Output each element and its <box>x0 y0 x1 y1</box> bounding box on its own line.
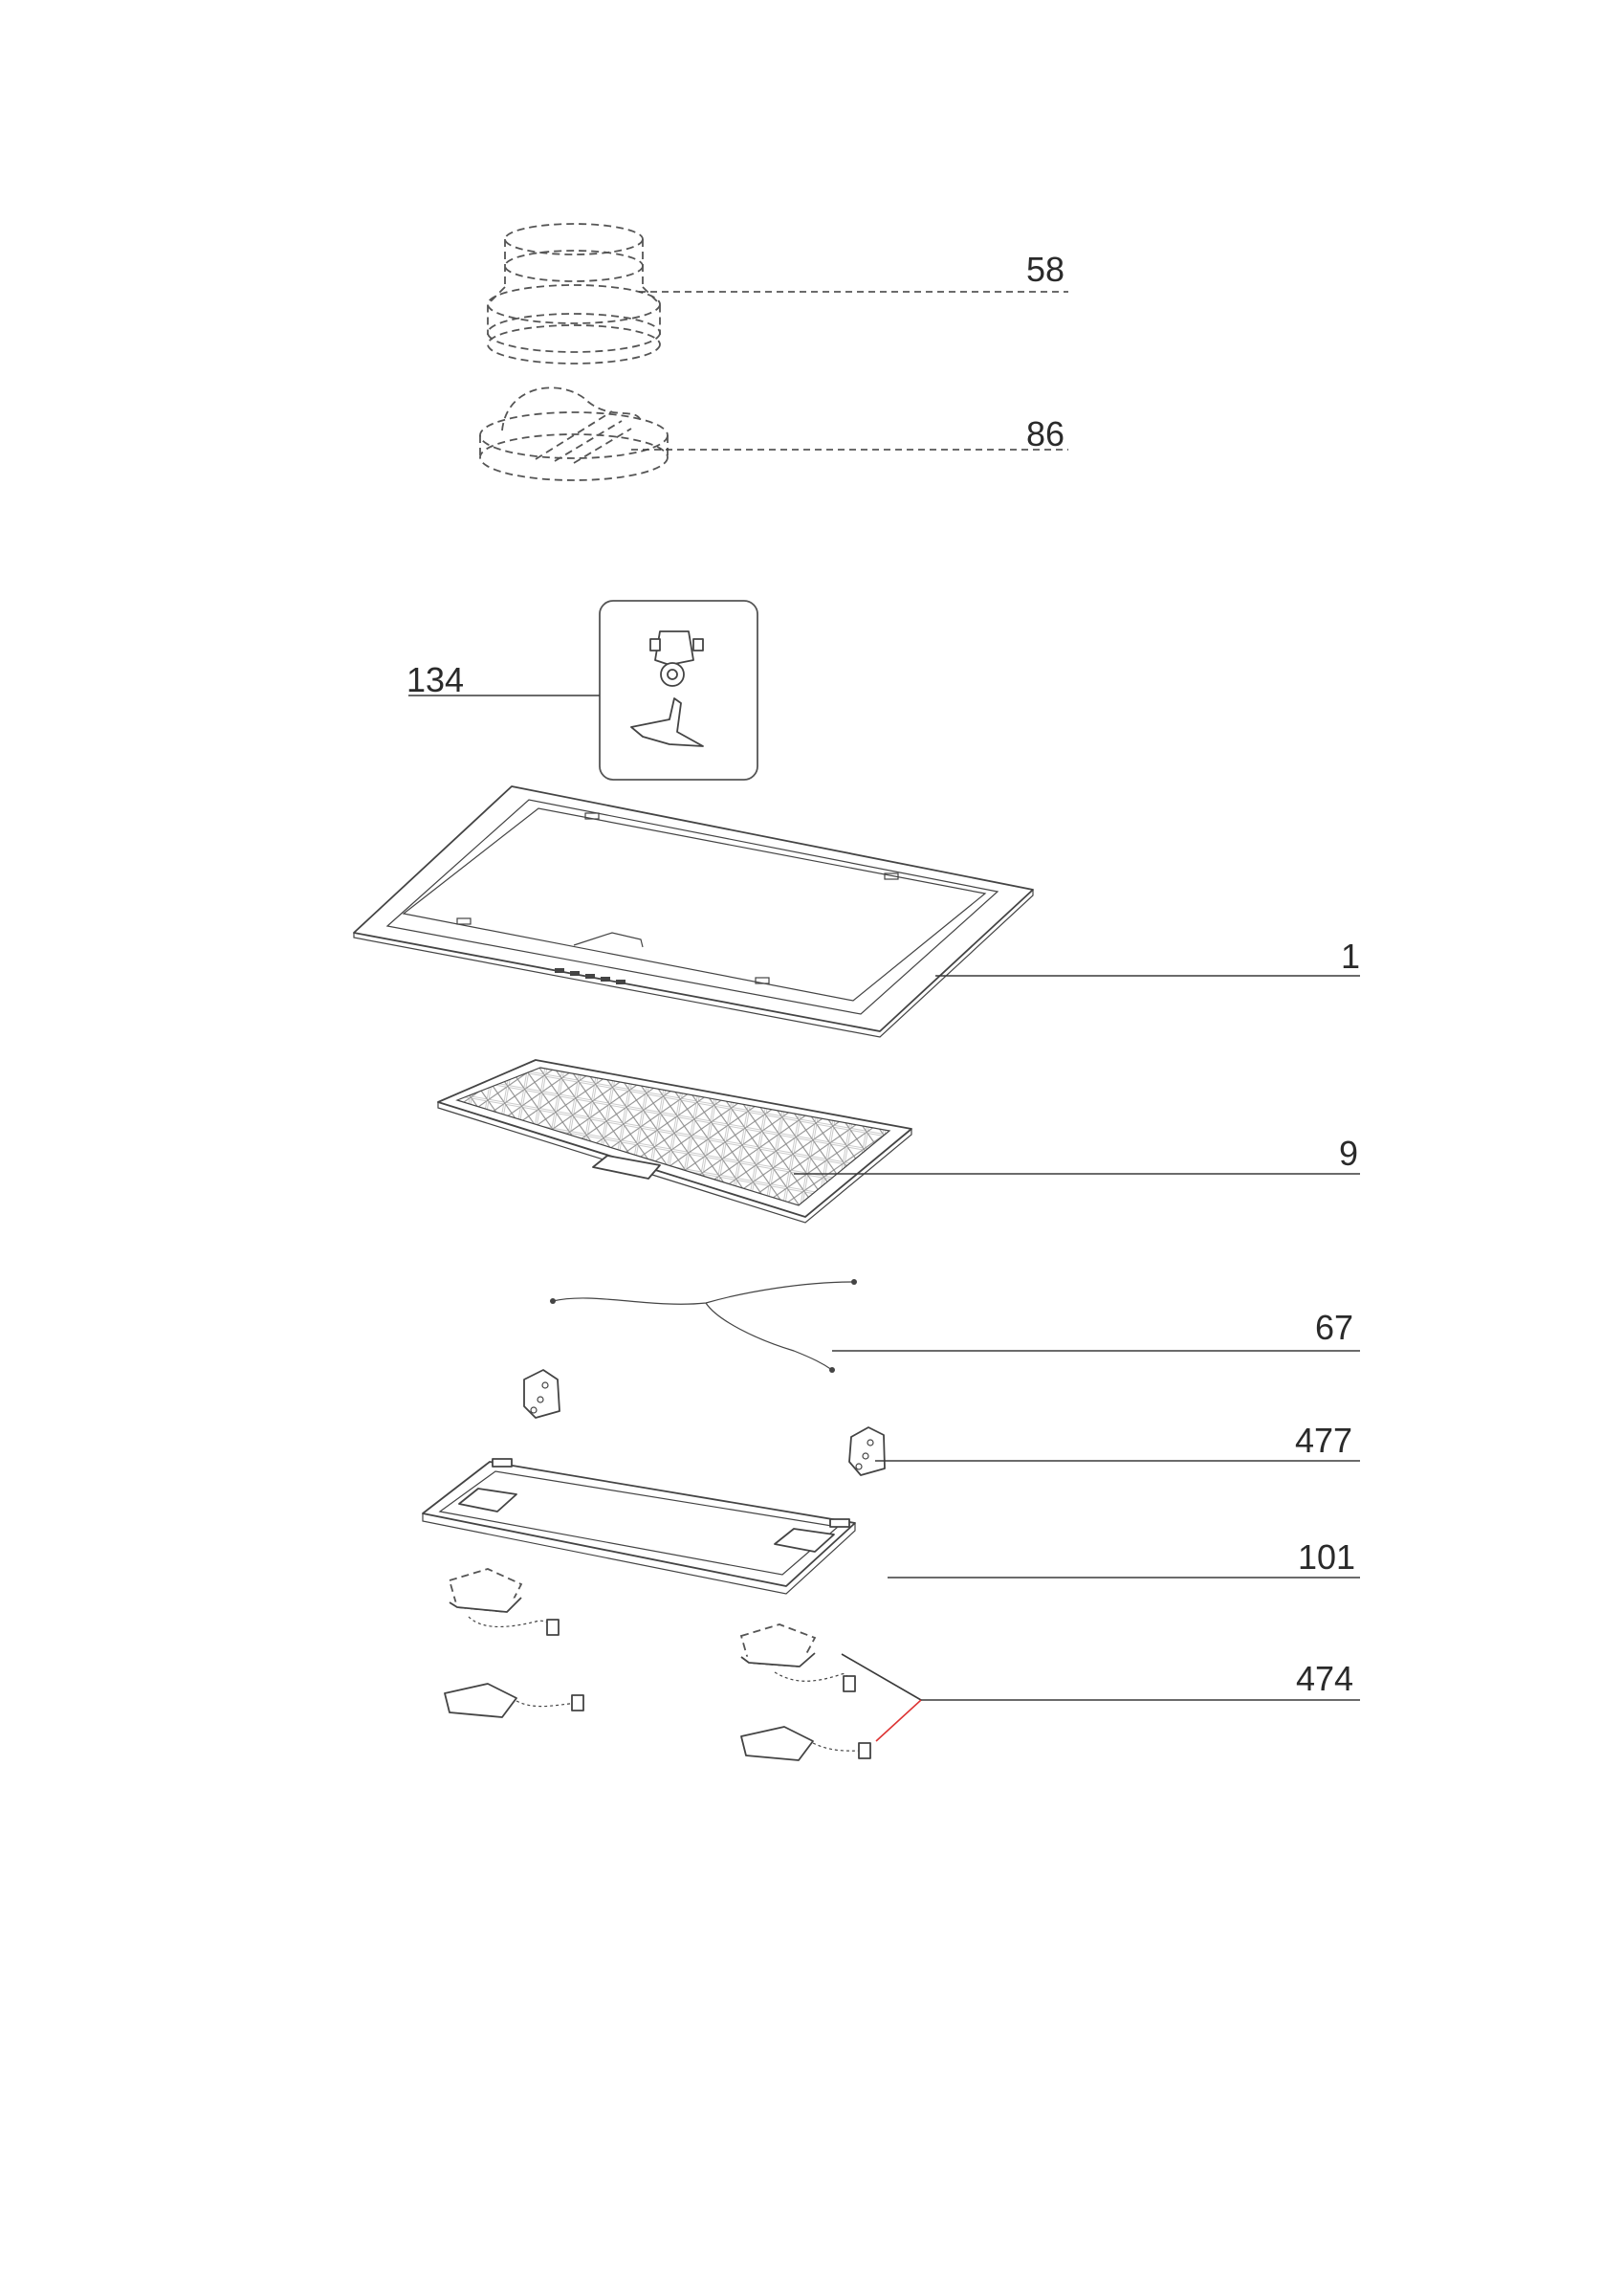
part-86-valve <box>479 386 669 481</box>
label-9: 9 <box>1339 1134 1358 1173</box>
leader-474-red <box>875 1699 922 1742</box>
label-86: 86 <box>1026 414 1064 453</box>
label-474: 474 <box>1296 1659 1353 1698</box>
part-474-lamp-right-bottom <box>740 1726 871 1761</box>
leader-474-top <box>841 1653 922 1701</box>
part-474-lamp-right-top <box>739 1623 856 1692</box>
part-474-lamp-left-top <box>448 1568 560 1636</box>
label-477: 477 <box>1295 1421 1352 1460</box>
part-477-hinge-right <box>848 1426 886 1476</box>
label-58: 58 <box>1026 250 1064 289</box>
label-101: 101 <box>1298 1537 1355 1577</box>
part-1-hood-frame <box>353 785 1034 1038</box>
label-134: 134 <box>406 660 464 699</box>
part-67-cable <box>550 1279 857 1373</box>
part-101-panel <box>422 1458 856 1595</box>
part-477-hinge-left <box>523 1369 560 1419</box>
part-58-duct-adapter <box>487 223 661 364</box>
part-9-grease-filter <box>437 1059 912 1224</box>
part-474-lamp-left-bottom <box>444 1683 584 1718</box>
label-1: 1 <box>1341 937 1360 976</box>
part-134-fixing-kit <box>599 600 758 781</box>
label-67: 67 <box>1315 1308 1353 1347</box>
